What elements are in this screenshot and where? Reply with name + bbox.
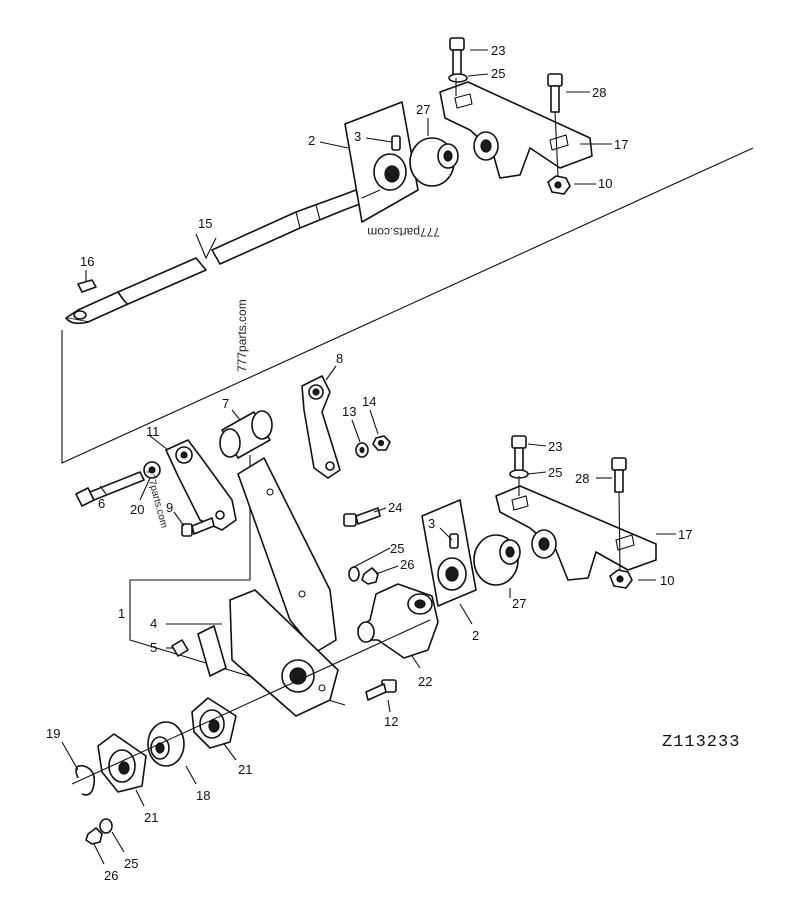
bearing-27-mid — [473, 534, 521, 586]
flange-21-right — [191, 697, 237, 749]
watermark-small: 777parts.com — [143, 468, 169, 529]
callout-2-mid: 2 — [472, 628, 479, 643]
callout-8: 8 — [336, 351, 343, 366]
callout-24: 24 — [388, 500, 402, 515]
nut-26-bottom — [85, 827, 103, 845]
washer-13 — [355, 442, 369, 458]
reference-code: Z113233 — [662, 733, 740, 752]
callout-labels: 23 25 28 27 17 10 2 3 15 16 8 7 13 14 11… — [46, 43, 692, 883]
housing-22 — [357, 583, 439, 659]
callout-14: 14 — [362, 394, 376, 409]
key-16 — [77, 279, 97, 293]
washer-25-bottom — [99, 818, 113, 834]
callout-25-top: 25 — [491, 66, 505, 81]
callout-15: 15 — [198, 216, 212, 231]
section-boundary-lines — [61, 147, 754, 706]
callout-10-top: 10 — [598, 176, 612, 191]
callout-27-mid: 27 — [512, 596, 526, 611]
bolt-28-mid — [611, 457, 627, 493]
callout-23-mid: 23 — [548, 439, 562, 454]
callout-6: 6 — [98, 496, 105, 511]
callout-1: 1 — [118, 606, 125, 621]
callout-11: 11 — [146, 424, 160, 439]
bolt-6 — [75, 471, 145, 507]
nut-10-top — [547, 175, 571, 195]
flange-21-left — [97, 733, 147, 793]
callout-9: 9 — [166, 500, 173, 515]
nut-14 — [372, 435, 391, 451]
bolt-23-mid — [511, 435, 527, 473]
screw-9 — [181, 517, 215, 537]
watermark-top: 777parts.com — [367, 225, 440, 239]
callout-10-mid: 10 — [660, 573, 674, 588]
callout-25-mid-left: 25 — [390, 541, 404, 556]
screw-24 — [343, 507, 381, 527]
callout-17-top: 17 — [614, 137, 628, 152]
nut-26-mid — [361, 567, 379, 585]
callout-21-right: 21 — [238, 762, 252, 777]
callout-7: 7 — [222, 396, 229, 411]
callout-16: 16 — [80, 254, 94, 269]
callout-25-mid: 25 — [548, 465, 562, 480]
callout-26-bottom: 26 — [104, 868, 118, 883]
bearing-plate-2-mid — [421, 499, 477, 607]
bracket-17-top — [439, 81, 593, 179]
bolt-28-top — [547, 73, 563, 113]
screw-12 — [365, 679, 397, 701]
callout-25-bottom: 25 — [124, 856, 138, 871]
bearing-plate-2-top — [344, 101, 419, 223]
bolt-23-top — [449, 37, 465, 77]
plate-4 — [197, 625, 227, 677]
callout-23-top: 23 — [491, 43, 505, 58]
callout-3-mid: 3 — [428, 516, 435, 531]
callout-28-top: 28 — [592, 85, 606, 100]
nut-10-mid — [609, 569, 633, 589]
bracket-17-mid — [495, 485, 657, 581]
callout-22: 22 — [418, 674, 432, 689]
watermark-vertical: 777parts.com — [235, 299, 249, 372]
callout-12: 12 — [384, 714, 398, 729]
callout-20: 20 — [130, 502, 144, 517]
support-frame-1 — [229, 457, 339, 717]
screw-5 — [171, 639, 189, 657]
callout-18: 18 — [196, 788, 210, 803]
arm-8 — [301, 375, 341, 479]
bearing-18 — [147, 721, 185, 767]
callout-19: 19 — [46, 726, 60, 741]
lever-11 — [165, 439, 237, 531]
callout-28-mid: 28 — [575, 471, 589, 486]
callout-21-left: 21 — [144, 810, 158, 825]
sleeve-7 — [219, 410, 273, 459]
callout-3-top: 3 — [354, 129, 361, 144]
callout-26-mid: 26 — [400, 557, 414, 572]
callout-17-mid: 17 — [678, 527, 692, 542]
lockwasher-20 — [143, 461, 161, 479]
shaft-15 — [65, 189, 361, 325]
callout-2-top: 2 — [308, 133, 315, 148]
callout-27-top: 27 — [416, 102, 430, 117]
callout-5: 5 — [150, 640, 157, 655]
leader-lines — [61, 49, 676, 865]
bearing-27-top — [409, 137, 459, 187]
callout-13: 13 — [342, 404, 356, 419]
callout-4: 4 — [150, 616, 157, 631]
washer-25-mid — [348, 566, 360, 582]
washer-25-top — [448, 73, 468, 83]
